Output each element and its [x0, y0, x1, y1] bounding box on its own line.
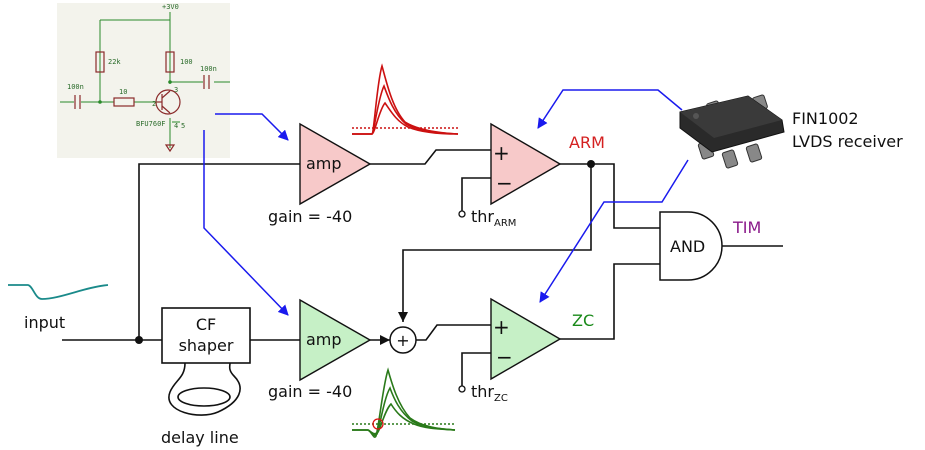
top-branch-wire: [138, 163, 300, 340]
chip-name-label: FIN1002: [792, 109, 859, 128]
supply-label: +3V0: [162, 3, 179, 11]
input-pulse: [8, 284, 109, 300]
c-in-label: 100n: [67, 83, 84, 91]
delay-line-cable: [168, 362, 241, 416]
pin-b-label: 5: [181, 122, 185, 130]
pin3-label: 3: [174, 86, 178, 94]
c-out-label: 100n: [200, 65, 217, 73]
thr-zc-wire: [461, 352, 491, 389]
tim-label: TIM: [732, 218, 761, 237]
zero-crossing-marker: [372, 418, 384, 430]
amp-bottom-triangle: [299, 298, 372, 382]
r1-label: 22k: [108, 58, 121, 66]
sum-arrowhead: [380, 335, 390, 345]
comparator-arm-minus: −: [496, 171, 513, 195]
input-junction: [135, 336, 143, 344]
schematic-background: [57, 3, 230, 158]
delay-line-loop: [177, 387, 231, 407]
summing-node: [389, 326, 417, 354]
pin2-label: 2: [152, 100, 156, 108]
gain-bottom-label: gain = -40: [268, 382, 352, 401]
summing-node-plus: +: [396, 331, 409, 350]
amp-to-comparator-top-wire: [370, 149, 491, 165]
sum-to-comparator-wire: [416, 324, 491, 341]
chip-description-label: LVDS receiver: [792, 132, 903, 151]
chip-pin: [721, 149, 739, 169]
chip-top-face: [680, 96, 782, 138]
shaper-label-line2: shaper: [179, 336, 234, 355]
feedback-arrowhead: [398, 312, 408, 322]
arrow-to-amp-top: [215, 113, 289, 141]
thr-zc-label: thrZC: [471, 382, 508, 404]
transistor-symbol: [155, 89, 181, 115]
arrow-to-comparator-arm: [537, 89, 683, 129]
comparator-zc-minus: −: [496, 345, 513, 369]
fin1002-chip: [679, 94, 785, 169]
amp-top-triangle: [299, 122, 372, 206]
arrow-to-comparator-zc: [539, 159, 689, 303]
r2-label: 100: [180, 58, 193, 66]
wires: [62, 149, 783, 416]
comparator-zc: [490, 297, 562, 381]
thr-zc-terminal: [458, 385, 466, 393]
comparator-arm: [490, 122, 562, 206]
transistor-label: BFU760F: [136, 120, 166, 128]
thr-arm-terminal: [458, 210, 466, 218]
arm-junction: [587, 160, 595, 168]
thr-arm-wire: [461, 177, 491, 214]
resistor-22k: [95, 51, 105, 73]
thr-arm-label: thrARM: [471, 207, 516, 229]
zc-label: ZC: [572, 311, 594, 330]
amplifier-schematic: +3V0 22k 100 100n 100n 10 BFU760F 2 3 4 …: [57, 3, 230, 158]
resistor-100: [165, 51, 175, 73]
zc-pulse-plot: [352, 367, 456, 438]
comparator-arm-plus: +: [493, 141, 510, 165]
amp-bottom-label: amp: [306, 330, 342, 349]
delay-line-label: delay line: [161, 428, 239, 447]
cf-shaper-block: [161, 307, 251, 364]
comparator-zc-plus: +: [493, 315, 510, 339]
and-gate-label: AND: [670, 237, 705, 256]
amp-top-label: amp: [306, 154, 342, 173]
zc-to-and-wire: [560, 263, 666, 340]
chip-pin1-dot: [693, 113, 699, 119]
blue-arrows: [203, 89, 689, 316]
gain-top-label: gain = -40: [268, 207, 352, 226]
resistor-10: [113, 97, 135, 107]
chip-pin: [745, 143, 763, 163]
shaper-label-line1: CF: [196, 315, 216, 334]
input-label: input: [24, 313, 65, 332]
arm-pulse-plot: [352, 63, 459, 135]
arm-label: ARM: [569, 133, 605, 152]
pin-a-label: 4: [174, 122, 178, 130]
arrow-to-amp-bottom: [203, 130, 289, 316]
r-base-label: 10: [119, 88, 127, 96]
arm-to-and-wire: [560, 163, 666, 229]
feedback-wire: [402, 164, 592, 322]
and-gate: [659, 211, 723, 281]
